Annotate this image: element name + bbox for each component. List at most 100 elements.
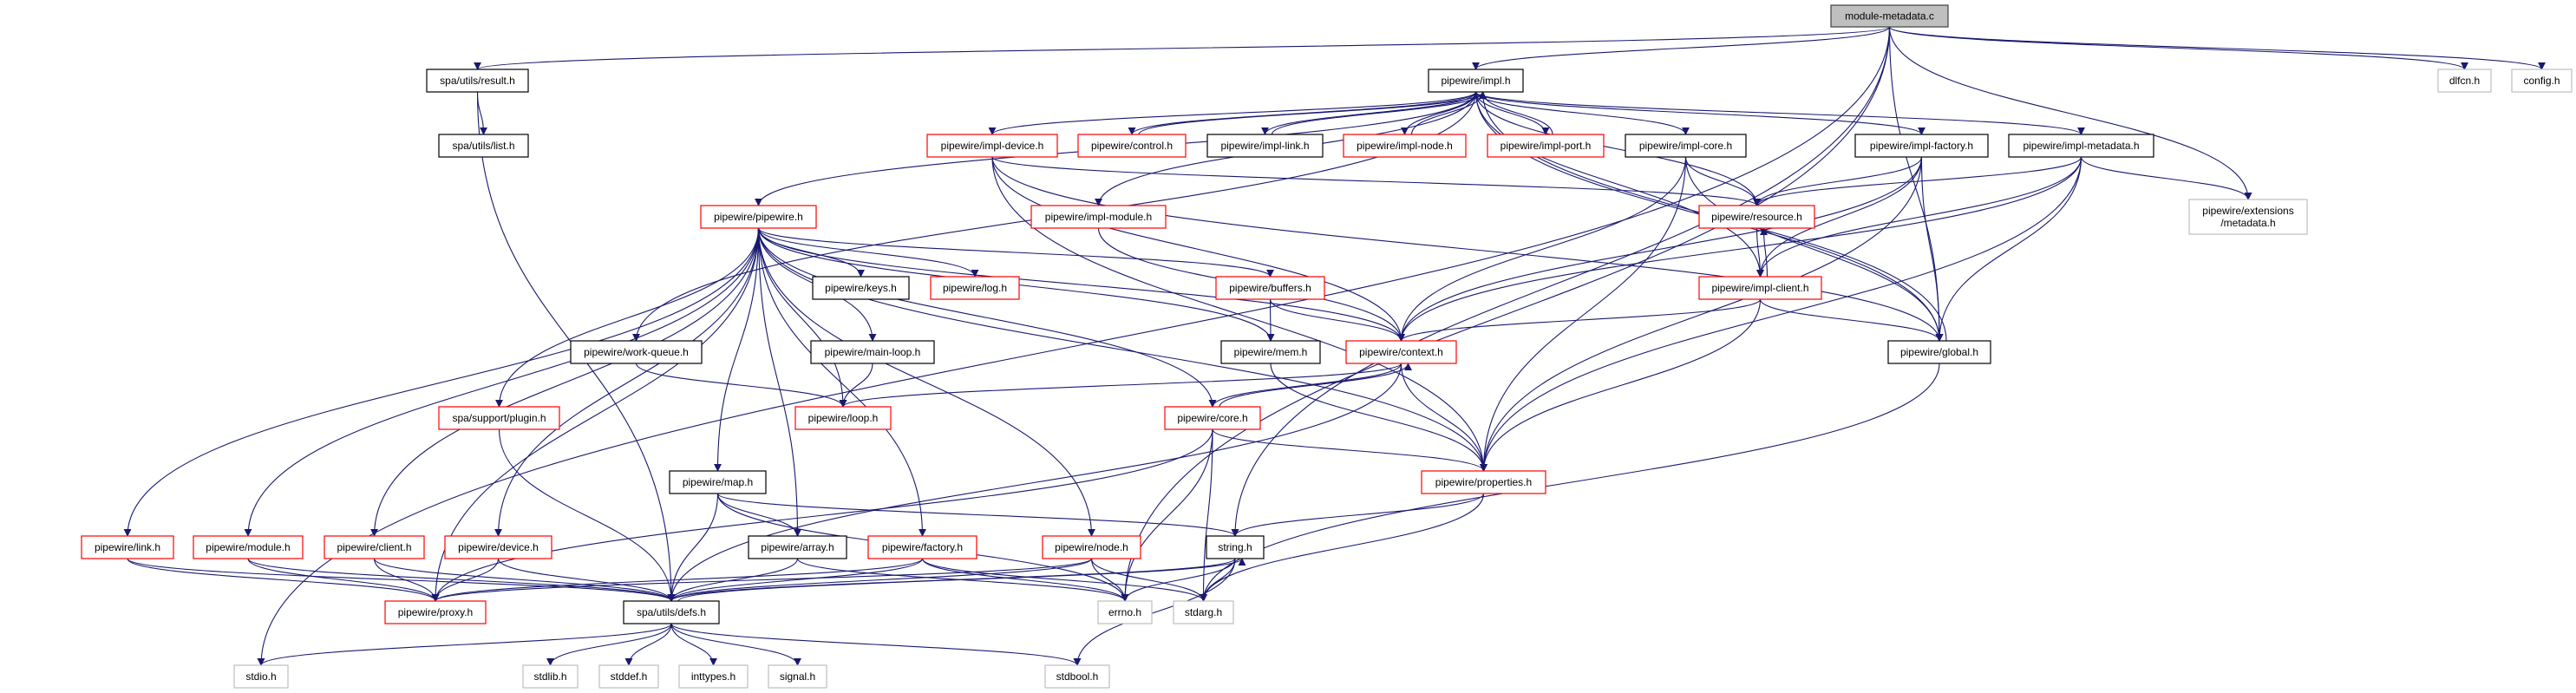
node-pipewire[interactable]: pipewire/pipewire.h (700, 205, 817, 229)
node-box (1206, 134, 1324, 158)
node-box (1343, 134, 1467, 158)
node-impl-device[interactable]: pipewire/impl-device.h (926, 134, 1058, 158)
node-box (570, 340, 703, 364)
node-module[interactable]: pipewire/module.h (193, 535, 304, 559)
node-box (623, 600, 720, 624)
edge-impl-metadata-to-impl-client (1756, 156, 2082, 278)
edge-impl-to-resource (1474, 91, 1761, 206)
node-mem[interactable]: pipewire/mem.h (1220, 340, 1321, 364)
edge-root-to-errno (1121, 26, 1891, 602)
node-label: pipewire/proxy.h (398, 606, 473, 618)
node-label: pipewire/impl-metadata.h (2023, 140, 2139, 152)
edge-defs-to-string (677, 558, 1246, 602)
node-control[interactable]: pipewire/control.h (1077, 134, 1187, 158)
node-result[interactable]: spa/utils/result.h (426, 69, 529, 93)
node-label: pipewire/loop.h (808, 412, 879, 424)
node-label: pipewire/impl-port.h (1500, 140, 1592, 152)
node-plugin[interactable]: spa/support/plugin.h (438, 406, 560, 430)
node-impl-client[interactable]: pipewire/impl-client.h (1698, 276, 1822, 300)
edge-context-to-core (1208, 363, 1402, 408)
node-box (1698, 205, 1815, 229)
node-box (1887, 340, 1991, 364)
node-resource[interactable]: pipewire/resource.h (1698, 205, 1815, 229)
node-box (444, 535, 552, 559)
node-buffers[interactable]: pipewire/buffers.h (1215, 276, 1325, 300)
edge-impl-factory-to-impl-client (1756, 156, 1923, 278)
edge-string-to-errno (1121, 558, 1236, 602)
edge-impl-to-impl-core (1474, 91, 1690, 135)
node-stddef: stddef.h (598, 664, 659, 689)
node-box (324, 535, 425, 559)
node-box (1345, 340, 1457, 364)
node-global[interactable]: pipewire/global.h (1887, 340, 1991, 364)
node-box (2437, 69, 2492, 93)
node-label: spa/utils/defs.h (637, 606, 706, 618)
node-signal: signal.h (768, 664, 827, 689)
node-impl-link[interactable]: pipewire/impl-link.h (1206, 134, 1324, 158)
edge-pipewire-to-context (757, 227, 1405, 342)
node-label: pipewire/pipewire.h (714, 211, 803, 223)
node-link[interactable]: pipewire/link.h (81, 535, 174, 559)
node-impl[interactable]: pipewire/impl.h (1428, 69, 1524, 93)
edge-impl-device-to-resource (991, 156, 1761, 206)
node-keys[interactable]: pipewire/keys.h (812, 276, 910, 300)
edge-root-to-config (1888, 26, 2546, 70)
node-label: pipewire/global.h (1900, 346, 1978, 358)
node-main-loop[interactable]: pipewire/main-loop.h (810, 340, 935, 364)
node-label: pipewire/buffers.h (1229, 282, 1311, 294)
node-client[interactable]: pipewire/client.h (324, 535, 425, 559)
node-label: pipewire/impl-core.h (1639, 140, 1732, 152)
node-box (1077, 134, 1187, 158)
node-root[interactable]: module-metadata.c (1830, 4, 1949, 28)
edge-impl-to-impl-client (1474, 91, 1764, 278)
node-context[interactable]: pipewire/context.h (1345, 340, 1457, 364)
node-impl-module[interactable]: pipewire/impl-module.h (1030, 205, 1167, 229)
edge-root-to-dlfcn (1888, 26, 2468, 70)
edge-client-to-defs (373, 558, 676, 602)
node-proxy[interactable]: pipewire/proxy.h (384, 600, 487, 624)
node-factory[interactable]: pipewire/factory.h (867, 535, 977, 559)
node-impl-metadata[interactable]: pipewire/impl-metadata.h (2008, 134, 2154, 158)
node-label: stddef.h (611, 670, 648, 683)
node-core[interactable]: pipewire/core.h (1164, 406, 1261, 430)
edge-factory-to-defs (667, 558, 924, 602)
node-work-queue[interactable]: pipewire/work-queue.h (570, 340, 703, 364)
node-label: spa/support/plugin.h (452, 412, 546, 424)
node-label: pipewire/impl.h (1441, 75, 1510, 87)
node-string[interactable]: string.h (1206, 535, 1265, 559)
node-map[interactable]: pipewire/map.h (669, 470, 767, 494)
node-box (522, 664, 579, 689)
node-label: dlfcn.h (2449, 75, 2480, 87)
edge-core-to-errno (1121, 428, 1213, 602)
edge-pipewire-to-link (123, 227, 760, 537)
node-label: pipewire/properties.h (1435, 476, 1532, 488)
node-defs[interactable]: spa/utils/defs.h (623, 600, 720, 624)
edge-link-to-proxy (127, 558, 440, 602)
edge-impl-link-to-impl (1271, 91, 1487, 135)
node-array[interactable]: pipewire/array.h (748, 535, 847, 559)
edge-pipewire-to-log (757, 227, 979, 278)
node-properties[interactable]: pipewire/properties.h (1421, 470, 1546, 494)
edge-root-to-global (1888, 26, 1944, 342)
node-impl-node[interactable]: pipewire/impl-node.h (1343, 134, 1467, 158)
node-impl-port[interactable]: pipewire/impl-port.h (1487, 134, 1605, 158)
node-node[interactable]: pipewire/node.h (1042, 535, 1141, 559)
edge-impl-device-to-context (991, 156, 1405, 342)
node-log[interactable]: pipewire/log.h (930, 276, 1020, 300)
edge-map-to-string (716, 493, 1239, 537)
node-label: config.h (2523, 75, 2560, 87)
edge-impl-metadata-to-context (1397, 156, 2082, 342)
edge-pipewire-to-buffers (757, 227, 1274, 278)
node-box (1830, 4, 1949, 28)
edge-module-to-defs (247, 558, 676, 602)
node-box (678, 664, 749, 689)
node-device[interactable]: pipewire/device.h (444, 535, 552, 559)
node-label: errno.h (1108, 606, 1141, 618)
node-impl-core[interactable]: pipewire/impl-core.h (1625, 134, 1747, 158)
node-list[interactable]: spa/utils/list.h (438, 134, 529, 158)
node-impl-factory[interactable]: pipewire/impl-factory.h (1854, 134, 1989, 158)
node-loop[interactable]: pipewire/loop.h (794, 406, 892, 430)
edge-impl-client-to-context (1397, 298, 1762, 342)
edge-node-to-errno (1090, 558, 1129, 602)
edge-map-to-defs (667, 493, 719, 602)
